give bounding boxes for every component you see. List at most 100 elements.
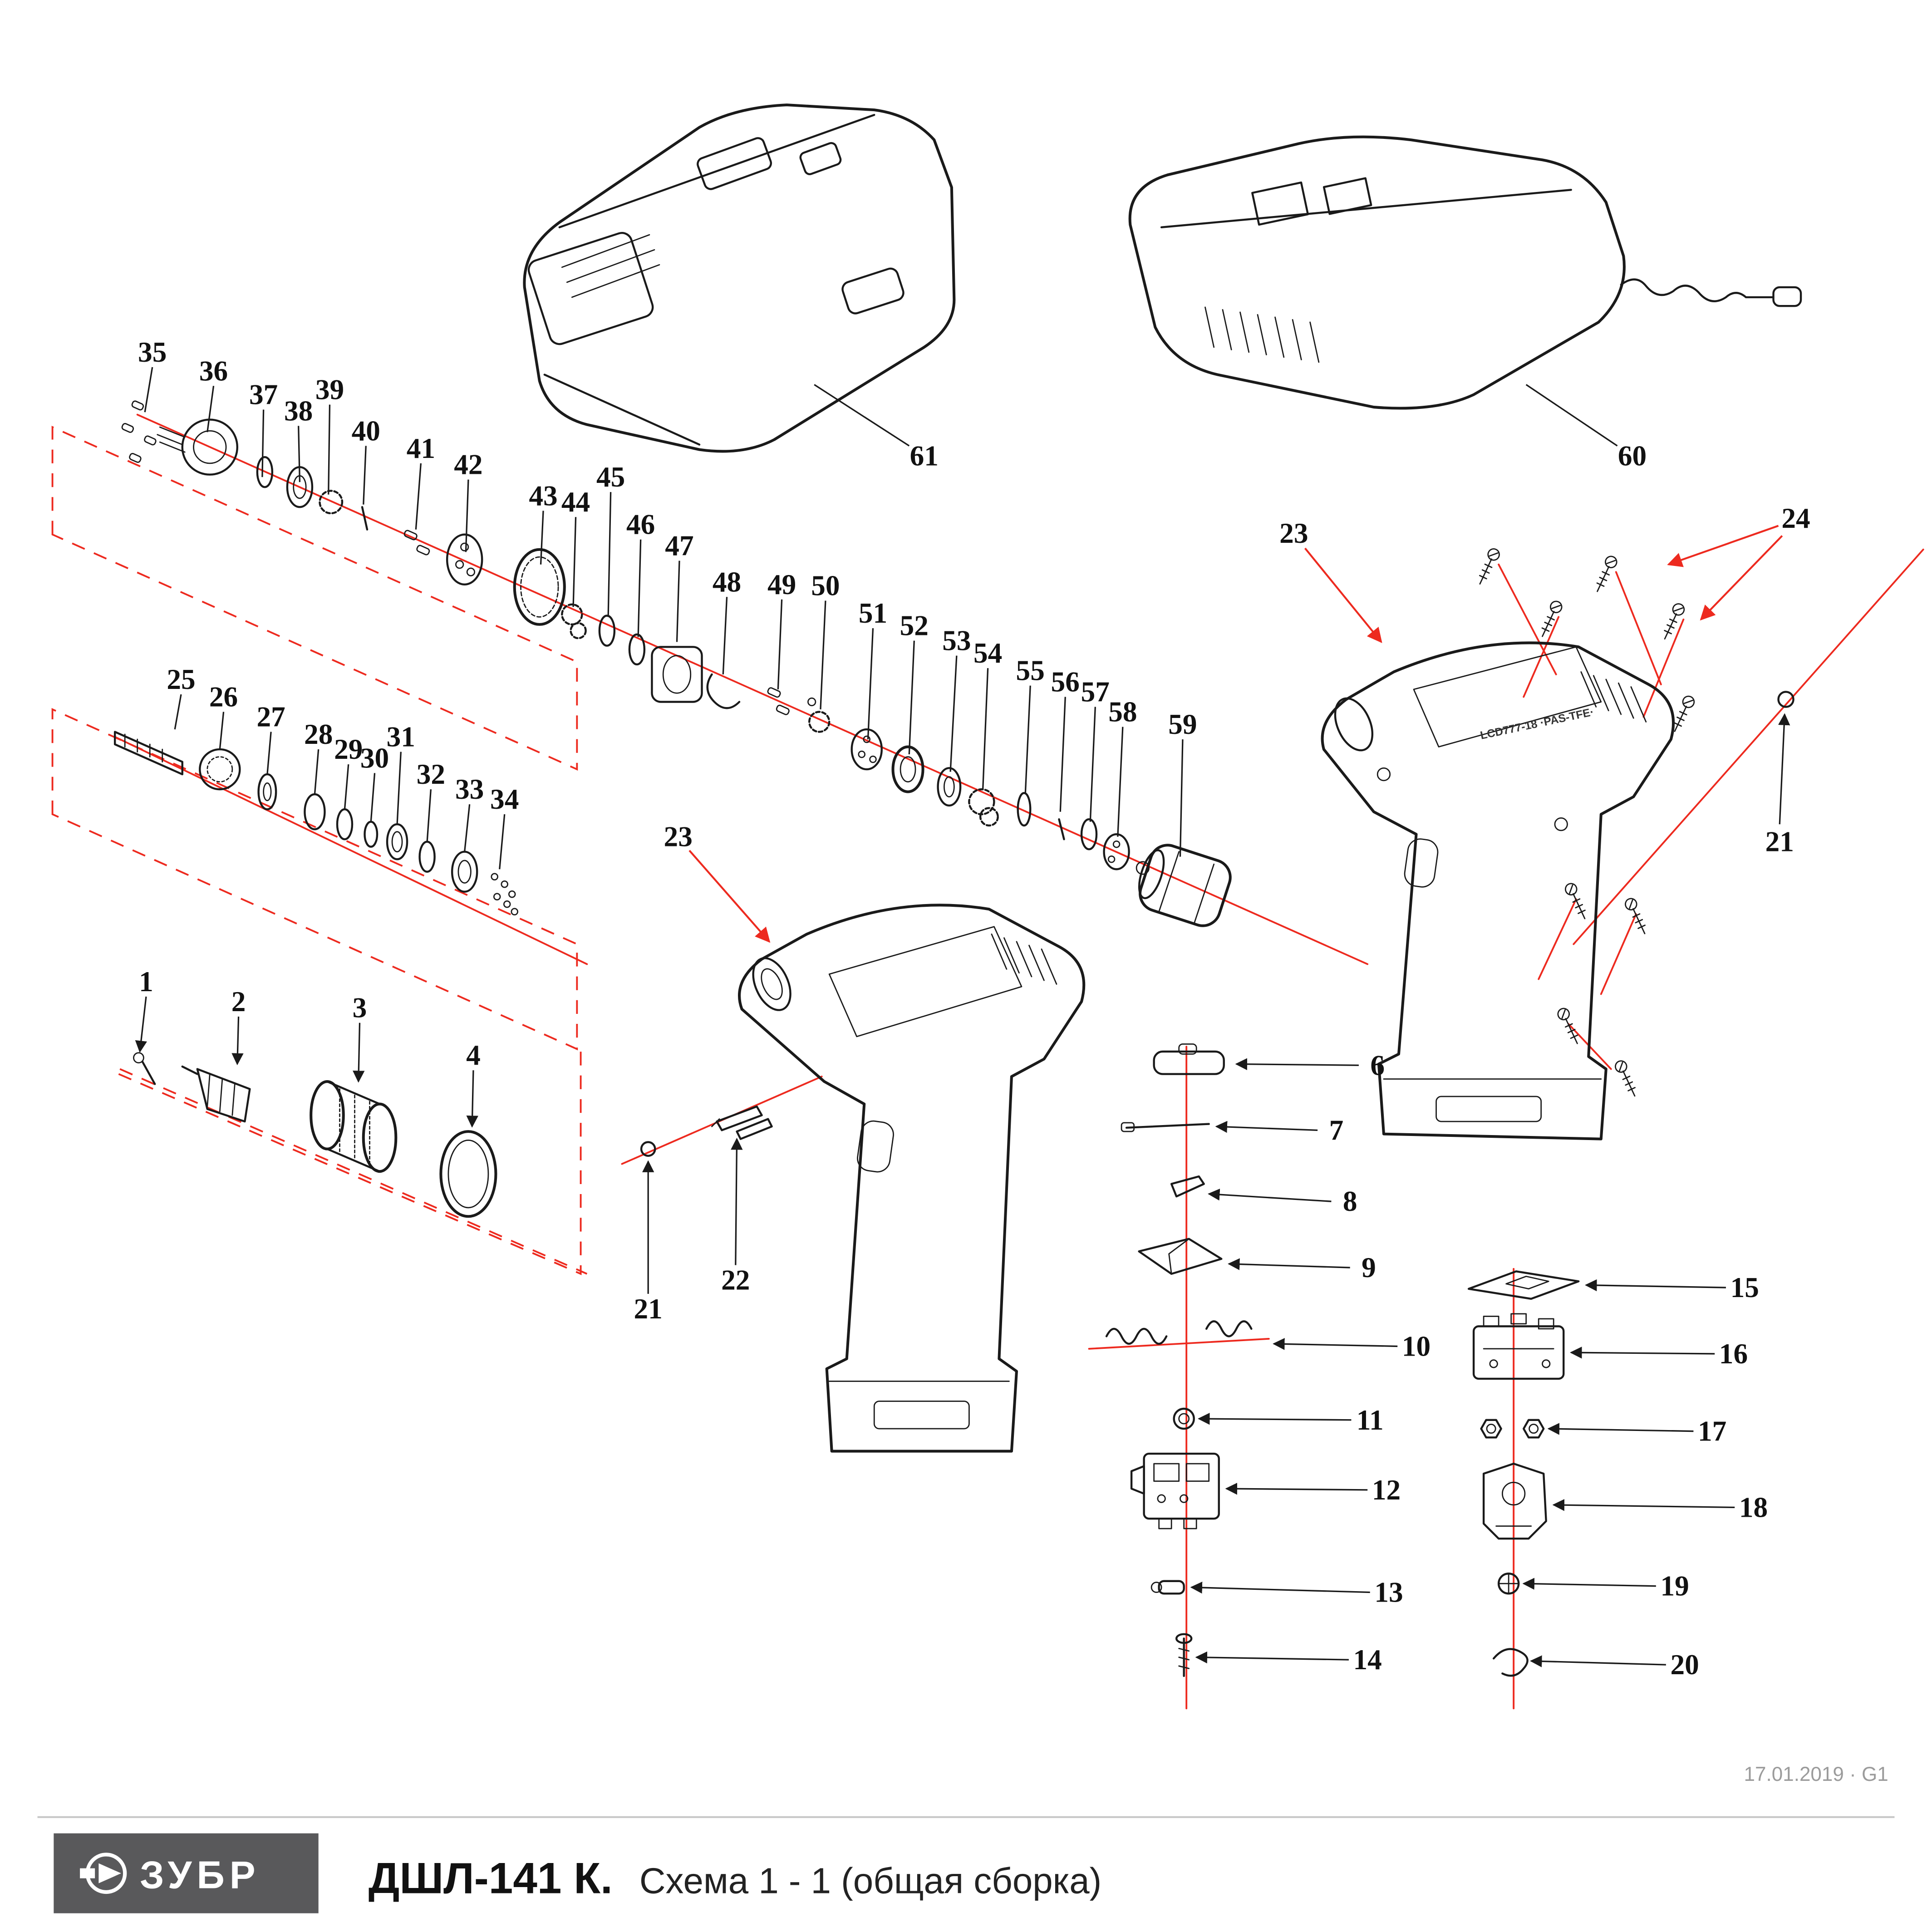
part-52-ring <box>891 745 924 793</box>
charger-plug <box>1772 286 1802 307</box>
logo-arrow-head <box>98 1863 121 1883</box>
housing-marking-text: LCD777-18 ·PAS-TFE· <box>1479 706 1595 742</box>
callout-label-27: 27 <box>256 701 285 733</box>
part-40-pin <box>361 506 369 531</box>
callout-label-16: 16 <box>1719 1338 1748 1370</box>
gearbox-parts-chain <box>121 400 1232 927</box>
leader-line <box>396 752 402 825</box>
battery-pack-drawing <box>523 103 956 453</box>
callout-label-30: 30 <box>360 742 389 774</box>
part-30-washer <box>364 821 379 848</box>
callout-label-57: 57 <box>1081 676 1110 708</box>
part-46-washer <box>628 633 646 666</box>
part-19-screw <box>1497 1573 1520 1595</box>
leader-line <box>415 463 422 530</box>
leader-line <box>231 1016 244 1066</box>
schema-subtitle: Схема 1 - 1 (общая сборка) <box>639 1861 1101 1901</box>
part-55-washer <box>1017 792 1032 827</box>
leader-line <box>637 539 642 637</box>
callout-label-32: 32 <box>417 758 445 790</box>
callout-label-17: 17 <box>1698 1416 1726 1447</box>
part-31-bearing <box>386 823 408 860</box>
accessory-parts-stack <box>1467 1270 1580 1677</box>
leader-line <box>731 1137 743 1265</box>
callout-label-28: 28 <box>304 718 333 750</box>
part-27-washer <box>257 773 277 811</box>
callout-label-22: 22 <box>721 1264 750 1296</box>
callout-label-6: 6 <box>1370 1049 1385 1081</box>
leader-line <box>314 749 320 795</box>
callout-label-45: 45 <box>596 461 625 493</box>
part-37-washer <box>256 456 274 488</box>
part-11-washer <box>1173 1407 1195 1430</box>
leader-line <box>1700 535 1783 621</box>
drill-housing-left <box>738 904 1086 1453</box>
callout-label-33: 33 <box>455 773 484 805</box>
part-57-washer <box>1080 818 1098 850</box>
leader-line <box>1059 697 1066 812</box>
part-15-plate <box>1467 1270 1580 1300</box>
part-44-planet-gears <box>561 603 587 639</box>
callout-label-56: 56 <box>1051 666 1080 698</box>
leader-line <box>1304 547 1382 643</box>
leader-line <box>1552 1499 1735 1511</box>
part-25-shaft <box>113 731 183 776</box>
callout-label-35: 35 <box>138 336 167 368</box>
callout-label-37: 37 <box>249 379 278 411</box>
part-34-balls <box>491 873 518 916</box>
leader-line <box>777 599 783 690</box>
brand-logo: ЗУБР <box>54 1833 319 1913</box>
part-12-switch <box>1130 1452 1220 1529</box>
callout-label-23: 23 <box>1279 517 1308 549</box>
part-28-ring <box>304 793 326 831</box>
callout-label-11: 11 <box>1357 1404 1384 1436</box>
part-22-bit <box>711 1105 773 1140</box>
leader-line <box>266 732 272 775</box>
leader-line <box>1778 713 1790 825</box>
part-54-gear-set <box>968 788 999 827</box>
part-3-chuck-sleeve <box>310 1080 398 1173</box>
callout-label-58: 58 <box>1108 696 1137 728</box>
leader-line <box>1190 1581 1370 1594</box>
leader-line <box>206 386 215 433</box>
leader-line <box>607 492 612 617</box>
leader-line <box>867 628 874 740</box>
leader-line <box>722 597 728 675</box>
leader-line <box>949 655 958 772</box>
part-8-lever <box>1170 1175 1205 1198</box>
callout-label-20: 20 <box>1671 1649 1699 1681</box>
callout-label-23: 23 <box>664 821 693 853</box>
model-title: ДШЛ-141 К. <box>369 1854 613 1903</box>
callout-label-53: 53 <box>942 625 971 657</box>
part-2-chuck-core <box>181 1065 251 1123</box>
callout-label-25: 25 <box>167 664 195 695</box>
footer: 17.01.2019 · G1 ЗУБР ДШЛ-141 К. Схема 1 … <box>37 1763 1895 1913</box>
callout-label-40: 40 <box>352 415 380 447</box>
callout-label-61: 61 <box>910 440 939 472</box>
part-16-module <box>1472 1313 1565 1380</box>
part-13-contact <box>1150 1580 1185 1595</box>
leader-line <box>1198 1413 1352 1425</box>
part-26-knurled-nut <box>199 748 241 791</box>
part-6-selector <box>1153 1043 1225 1075</box>
callout-label-1: 1 <box>139 966 153 998</box>
callout-label-8: 8 <box>1343 1185 1357 1217</box>
leader-line <box>344 764 349 810</box>
revision-date: 17.01.2019 · G1 <box>1744 1763 1888 1785</box>
callout-label-29: 29 <box>334 733 363 765</box>
callout-label-12: 12 <box>1372 1474 1401 1506</box>
callout-label-21: 21 <box>634 1293 663 1325</box>
callout-label-42: 42 <box>454 449 482 481</box>
callout-label-51: 51 <box>859 597 887 629</box>
callout-label-52: 52 <box>900 610 929 642</box>
callout-label-59: 59 <box>1168 708 1197 740</box>
leader-line <box>1024 685 1031 795</box>
leader-line <box>426 789 432 842</box>
leader-line <box>219 712 225 750</box>
callout-label-39: 39 <box>315 374 344 406</box>
callout-label-7: 7 <box>1329 1114 1344 1146</box>
callout-label-21: 21 <box>1765 826 1794 858</box>
callout-label-10: 10 <box>1402 1330 1431 1362</box>
callout-label-19: 19 <box>1660 1570 1689 1602</box>
